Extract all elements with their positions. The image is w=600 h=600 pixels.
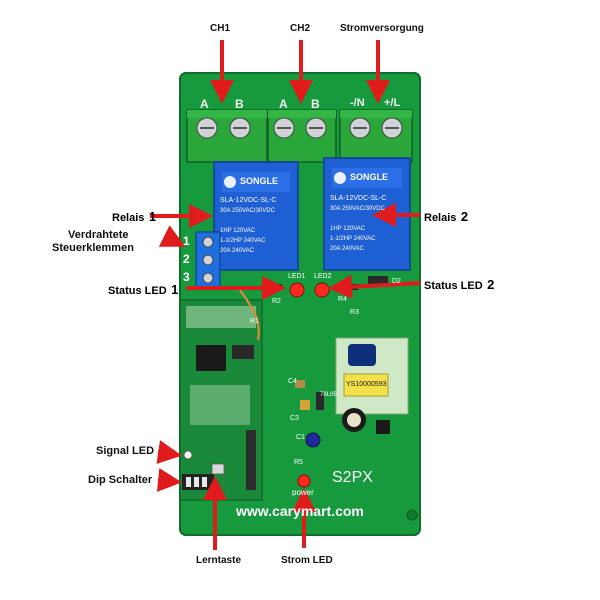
c3-silk: C3 bbox=[290, 415, 299, 422]
label-relay1: Relais 1 bbox=[112, 208, 156, 226]
capacitor-c1 bbox=[305, 432, 321, 448]
r2-silk: R2 bbox=[272, 298, 281, 305]
relay1-line2: 1HP 120VAC bbox=[220, 228, 256, 234]
d2-silk: D2 bbox=[392, 278, 401, 285]
relay2-line3: 1-1/2HP 240VAC bbox=[330, 236, 376, 242]
relay1-line1: 30A 250VAC/30VDC bbox=[220, 208, 275, 214]
relay1-line4: 20A 240VAC bbox=[220, 248, 254, 254]
relay2-line2: 1HP 120VAC bbox=[330, 226, 366, 232]
relay2-model: SLA-12VDC-SL-C bbox=[330, 195, 387, 202]
terminal-l-label: +/L bbox=[384, 97, 401, 109]
led2-silk: LED2 bbox=[314, 273, 332, 280]
relay2-brand: SONGLE bbox=[350, 172, 389, 182]
power-led bbox=[297, 474, 311, 488]
status-led-1 bbox=[289, 282, 305, 298]
ctrl-terminal-3: 3 bbox=[183, 270, 190, 284]
arrow-dip bbox=[156, 468, 182, 492]
c1-silk: C1 bbox=[296, 434, 305, 441]
label-status1-text: Status LED bbox=[108, 285, 167, 297]
power-module bbox=[335, 337, 409, 434]
reg-silk: 78L05 bbox=[320, 392, 337, 398]
arrows bbox=[150, 40, 421, 550]
r4-silk: R4 bbox=[338, 296, 347, 303]
label-relay1-text: Relais bbox=[112, 212, 145, 224]
url-silk: www.carymart.com bbox=[236, 503, 364, 519]
label-ch2: CH2 bbox=[290, 23, 311, 34]
arrow-signal bbox=[156, 440, 182, 464]
learn-button-part bbox=[211, 463, 225, 475]
terminal-b2-label: B bbox=[311, 97, 320, 111]
label-relay2: Relais 2 bbox=[424, 208, 468, 226]
model-silk: S2PX bbox=[332, 469, 373, 486]
label-status2-text: Status LED bbox=[424, 280, 483, 292]
label-status2-num: 2 bbox=[487, 277, 495, 292]
r3-silk: R3 bbox=[350, 309, 359, 316]
terminal-n-label: -/N bbox=[350, 97, 365, 109]
terminal-block-ch1 bbox=[186, 109, 268, 163]
terminal-block-ch2 bbox=[267, 109, 337, 163]
relay1-model: SLA-12VDC-SL-C bbox=[220, 197, 277, 204]
label-learn-button: Lerntaste bbox=[196, 555, 242, 566]
label-status1: Status LED 1 bbox=[108, 281, 178, 299]
label-dip-switch: Dip Schalter bbox=[88, 474, 153, 486]
relay2-line4: 20A 240VAC bbox=[330, 246, 364, 252]
r5-silk: R5 bbox=[294, 459, 303, 466]
label-wired-line1: Verdrahtete bbox=[68, 229, 129, 241]
label-power-led: Strom LED bbox=[281, 555, 333, 566]
arrow-status2 bbox=[328, 274, 421, 299]
label-status2: Status LED 2 bbox=[424, 276, 494, 294]
label-relay1-num: 1 bbox=[148, 209, 157, 224]
ctrl-terminal-1: 1 bbox=[183, 234, 190, 248]
label-signal-led: Signal LED bbox=[96, 445, 155, 457]
terminal-b1-label: B bbox=[235, 97, 244, 111]
r1-silk: R1 bbox=[250, 318, 259, 325]
arrow-wired bbox=[158, 225, 186, 247]
relay-1 bbox=[213, 161, 299, 271]
relay1-line3: 1-1/2HP 240VAC bbox=[220, 238, 266, 244]
led1-silk: LED1 bbox=[288, 273, 306, 280]
antenna-wire bbox=[239, 289, 260, 341]
label-power-supply: Stromversorgung bbox=[340, 23, 424, 34]
control-terminal-block bbox=[195, 231, 221, 289]
label-wired-line2: Steuerklemmen bbox=[52, 242, 134, 254]
label-relay2-text: Relais bbox=[424, 212, 457, 224]
power-silk: power bbox=[292, 488, 314, 497]
terminal-block-power bbox=[339, 109, 413, 163]
dip-switch bbox=[182, 474, 214, 490]
label-status1-num: 1 bbox=[171, 282, 179, 297]
label-ch1: CH1 bbox=[210, 23, 231, 34]
power-module-code: YS10000593 bbox=[346, 381, 387, 388]
signal-led bbox=[183, 450, 193, 460]
relay1-brand: SONGLE bbox=[240, 176, 279, 186]
terminal-a1-label: A bbox=[200, 97, 209, 111]
relay2-line1: 30A 250VAC/30VDC bbox=[330, 206, 385, 212]
status-led-2 bbox=[314, 282, 330, 298]
label-relay2-num: 2 bbox=[460, 209, 469, 224]
c4-silk: C4 bbox=[288, 378, 297, 385]
terminal-a2-label: A bbox=[279, 97, 288, 111]
ctrl-terminal-2: 2 bbox=[183, 252, 190, 266]
